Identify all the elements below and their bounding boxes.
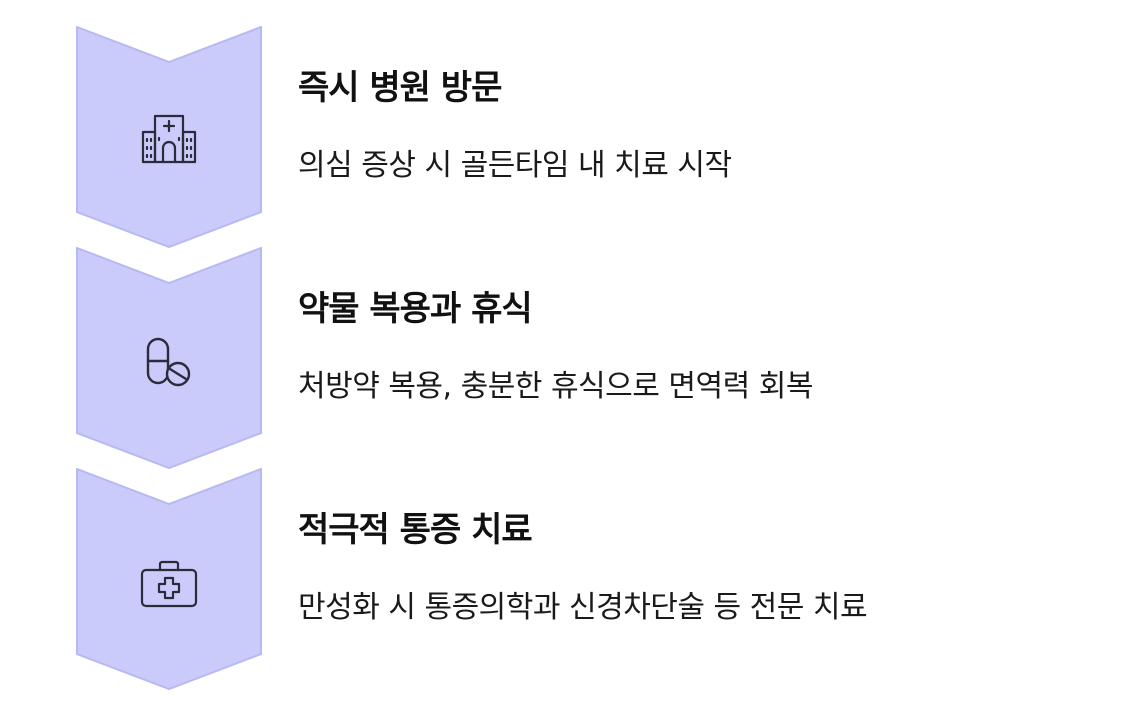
chevron-shape	[76, 26, 262, 248]
step-item: 약물 복용과 휴식 처방약 복용, 충분한 휴식으로 면역력 회복	[0, 247, 1126, 469]
step-item: 적극적 통증 치료 만성화 시 통증의학과 신경차단술 등 전문 치료	[0, 468, 1126, 690]
step-description: 만성화 시 통증의학과 신경차단술 등 전문 치료	[298, 590, 868, 625]
step-item: 즉시 병원 방문 의심 증상 시 골든타임 내 치료 시작	[0, 26, 1126, 248]
step-title: 즉시 병원 방문	[298, 68, 502, 108]
pill-icon	[138, 331, 200, 393]
step-description: 처방약 복용, 충분한 휴식으로 면역력 회복	[298, 369, 813, 404]
step-chevron	[76, 26, 262, 248]
step-title: 적극적 통증 치료	[298, 510, 533, 550]
step-chevron	[76, 468, 262, 690]
step-description: 의심 증상 시 골든타임 내 치료 시작	[298, 148, 732, 183]
step-title: 약물 복용과 휴식	[298, 289, 533, 329]
first-aid-kit-icon	[138, 552, 200, 614]
step-chevron	[76, 247, 262, 469]
hospital-icon	[138, 110, 200, 172]
